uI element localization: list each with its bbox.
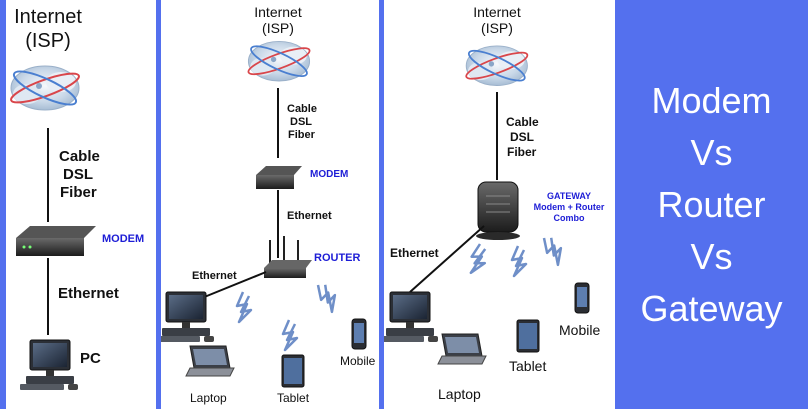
separator-2	[379, 0, 384, 409]
p2-internet-label: Internet	[254, 4, 302, 20]
p3-ethernet-label: Ethernet	[390, 246, 439, 260]
p2-router-icon	[264, 236, 312, 278]
p1-desktop-pc-icon	[19, 339, 79, 391]
title-line-vs-2: Vs	[690, 236, 733, 277]
p3-desktop-pc-icon	[379, 291, 439, 343]
p3-gateway-label-3: Combo	[553, 213, 585, 223]
title-panel: Modem Vs Router Vs Gateway	[615, 0, 808, 409]
p2-cloud-globe-icon	[245, 40, 313, 83]
p3-gateway-label-1: GATEWAY	[546, 191, 591, 201]
title-line-gateway: Gateway	[640, 288, 783, 329]
p3-tablet-icon	[516, 319, 540, 353]
p2-tablet-label: Tablet	[277, 391, 310, 405]
p3-connection-fiber: Fiber	[507, 145, 537, 159]
p2-ethernet-label-1: Ethernet	[287, 210, 332, 222]
p3-gateway-icon	[476, 181, 520, 240]
p3-connection-dsl: DSL	[510, 130, 534, 144]
p3-isp-label: (ISP)	[481, 20, 513, 36]
p3-wireless-bolt-icon-1	[467, 241, 490, 277]
p1-connection-cable: Cable	[59, 148, 100, 165]
p2-isp-label: (ISP)	[262, 20, 294, 36]
p1-connection-fiber: Fiber	[60, 184, 97, 201]
p2-modem-icon	[256, 166, 302, 189]
p2-wireless-bolt-icon-2	[281, 318, 299, 352]
p2-mobile-label: Mobile	[340, 354, 376, 368]
p1-internet-label: Internet	[14, 6, 82, 28]
p3-gateway-label-2: Modem + Router	[533, 202, 605, 212]
p1-isp-label: (ISP)	[25, 30, 71, 52]
p1-pc-label: PC	[80, 350, 101, 367]
p3-wireless-bolt-icon-3	[537, 232, 570, 268]
title-line-router: Router	[657, 184, 766, 225]
p2-laptop-icon	[185, 345, 235, 377]
title-line-vs-1: Vs	[690, 132, 733, 173]
p3-laptop-label: Laptop	[438, 386, 481, 402]
left-border	[0, 0, 6, 409]
p1-modem-icon	[16, 226, 96, 256]
p2-connection-dsl: DSL	[290, 116, 312, 128]
p2-laptop-label: Laptop	[190, 391, 227, 405]
p3-connection-cable: Cable	[506, 115, 539, 129]
p3-laptop-icon	[437, 333, 487, 365]
p2-desktop-pc-icon	[155, 291, 215, 343]
p3-wireless-bolt-icon-2	[510, 244, 528, 278]
p2-wireless-bolt-icon-3	[311, 279, 344, 315]
separator-1	[156, 0, 161, 409]
p2-ethernet-label-2: Ethernet	[192, 270, 237, 282]
p2-router-label: ROUTER	[314, 252, 361, 264]
p3-mobile-label: Mobile	[559, 322, 601, 338]
p3-cloud-globe-icon	[462, 44, 531, 87]
p3-internet-label: Internet	[473, 4, 521, 20]
p2-modem-label: MODEM	[310, 169, 349, 180]
p1-cloud-globe-icon	[7, 64, 83, 112]
p1-modem-label: MODEM	[102, 233, 145, 245]
p2-tablet-icon	[281, 354, 305, 388]
p2-wireless-bolt-icon-1	[235, 290, 253, 324]
p2-connection-fiber: Fiber	[288, 129, 315, 141]
p3-tablet-label: Tablet	[509, 358, 547, 374]
p3-gateway-to-pc-line	[409, 225, 485, 293]
p3-mobile-phone-icon	[574, 282, 590, 314]
p1-ethernet-label: Ethernet	[58, 285, 119, 302]
p2-mobile-phone-icon	[351, 318, 367, 350]
p1-connection-dsl: DSL	[63, 166, 93, 183]
p2-connection-cable: Cable	[287, 103, 317, 115]
title-line-modem: Modem	[651, 80, 772, 121]
